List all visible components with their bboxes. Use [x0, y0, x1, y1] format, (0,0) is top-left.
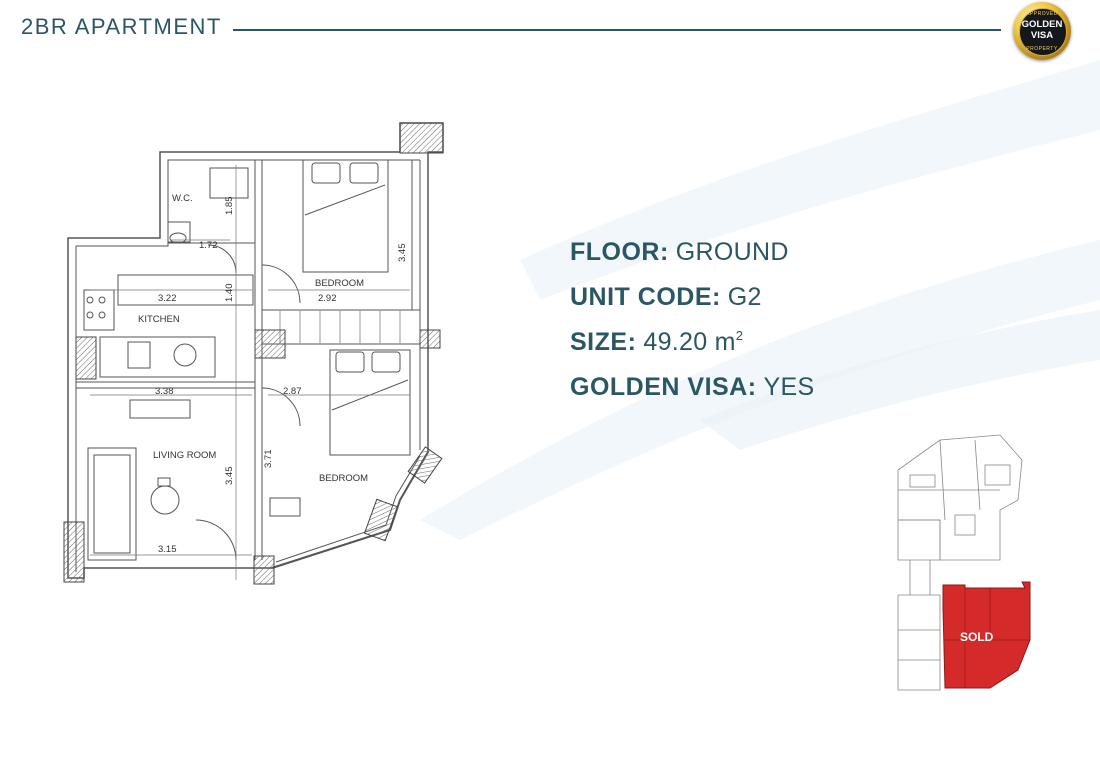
info-size: SIZE: 49.20 m2 [570, 328, 814, 373]
dim-living-h: 3.45 [224, 467, 235, 486]
size-unit-sup: 2 [735, 328, 744, 343]
dim-bed2-h: 3.71 [263, 450, 274, 469]
dim-bed1-h: 3.45 [397, 244, 408, 263]
dim-wc-h: 1.85 [224, 197, 235, 216]
info-floor: FLOOR: GROUND [570, 238, 814, 283]
unit-value: G2 [727, 283, 762, 311]
visa-value: YES [763, 373, 815, 401]
dim-living-bottom: 3.15 [158, 544, 177, 555]
floor-plan: W.C. KITCHEN LIVING ROOM BEDROOM BEDROOM… [63, 122, 444, 585]
page-title: 2BR APARTMENT [21, 14, 222, 39]
header-divider [233, 29, 1001, 31]
visa-key: GOLDEN VISA: [570, 373, 757, 401]
floor-key: FLOOR: [570, 238, 669, 266]
room-label-living: LIVING ROOM [153, 450, 216, 461]
dim-corr-h: 1.40 [224, 284, 235, 303]
dim-bed2-w: 2.87 [283, 386, 302, 397]
info-unit-code: UNIT CODE: G2 [570, 283, 814, 328]
unit-info: FLOOR: GROUND UNIT CODE: G2 SIZE: 49.20 … [570, 238, 814, 418]
room-label-bedroom-1: BEDROOM [315, 278, 364, 289]
badge-line2: VISA [1030, 30, 1054, 41]
badge-line1: GOLDEN [1021, 19, 1063, 30]
info-golden-visa: GOLDEN VISA: YES [570, 373, 814, 418]
badge-top-text: APPROVED [1026, 11, 1058, 17]
sold-label: SOLD [960, 630, 994, 644]
key-plan: SOLD [897, 434, 1031, 691]
room-label-bedroom-2: BEDROOM [319, 473, 368, 484]
golden-visa-badge: APPROVED GOLDEN VISA PROPERTY [1013, 2, 1071, 60]
dim-bed1-w: 2.92 [318, 293, 337, 304]
floor-value: GROUND [675, 238, 789, 266]
room-label-wc: W.C. [172, 193, 193, 204]
size-key: SIZE: [570, 328, 637, 356]
room-label-kitchen: KITCHEN [138, 314, 180, 325]
badge-bottom-text: PROPERTY [1026, 46, 1058, 52]
unit-key: UNIT CODE: [570, 283, 721, 311]
dim-kitchen-w: 3.22 [158, 293, 177, 304]
size-value: 49.20 m [643, 328, 736, 356]
dim-living-top: 3.38 [155, 386, 174, 397]
badge-inner [1019, 8, 1067, 56]
dim-wc-w: 1.72 [199, 240, 218, 251]
